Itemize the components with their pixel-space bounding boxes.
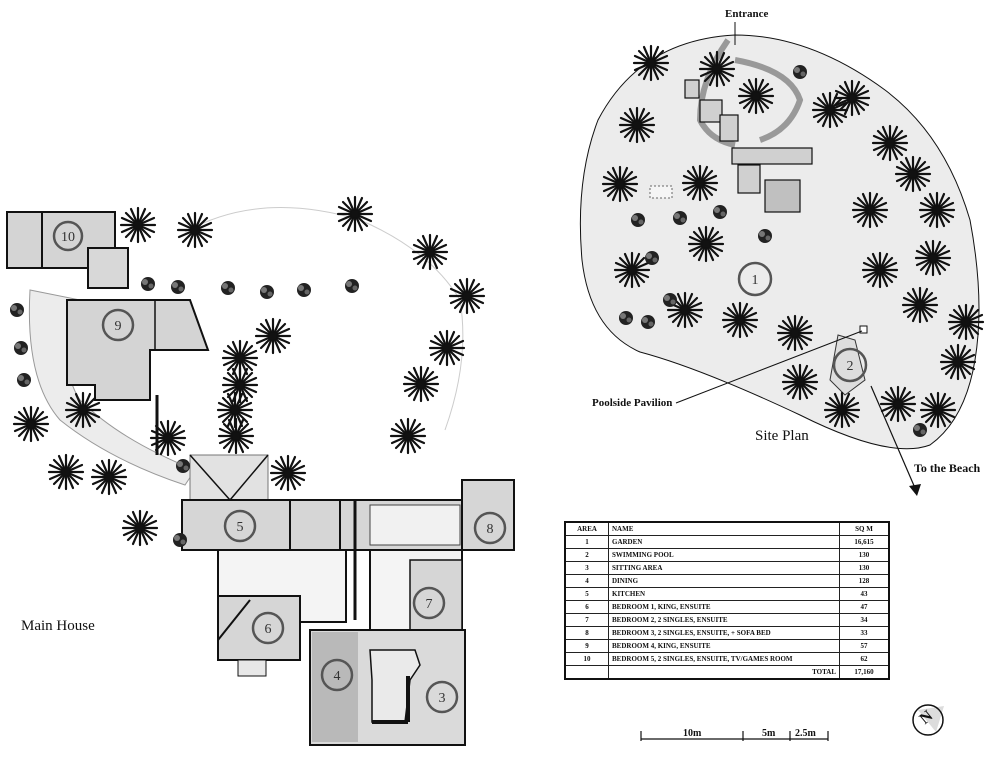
area-table-header: AREA NAME SQ M	[564, 521, 890, 536]
row-name: KITCHEN	[608, 587, 840, 601]
row-area: 2	[564, 548, 609, 562]
pavilion-leader-line	[675, 330, 863, 404]
row-area: 6	[564, 600, 609, 614]
row-area: 9	[564, 639, 609, 653]
row-area: 5	[564, 587, 609, 601]
row-name: BEDROOM 1, KING, ENSUITE	[608, 600, 840, 614]
site-area-marker-1: 1	[752, 273, 759, 288]
scale-label-5m: 5m	[762, 728, 776, 739]
row-sqm: 130	[839, 561, 890, 575]
header-name: NAME	[608, 521, 840, 536]
total-value: 17,160	[839, 665, 890, 680]
area-marker-8: 8	[487, 522, 494, 537]
row-sqm: 128	[839, 574, 890, 588]
row-name: BEDROOM 5, 2 SINGLES, ENSUITE, TV/GAMES …	[608, 652, 840, 666]
total-empty-cell	[564, 665, 609, 680]
row-sqm: 33	[839, 626, 890, 640]
entrance-label: Entrance	[725, 8, 769, 20]
row-sqm: 62	[839, 652, 890, 666]
row-name: SWIMMING POOL	[608, 548, 840, 562]
row-name: BEDROOM 2, 2 SINGLES, ENSUITE	[608, 613, 840, 627]
table-total-row: TOTAL 17,160	[564, 665, 890, 680]
site-area-marker-2: 2	[847, 359, 854, 374]
scale-label-2-5m: 2.5m	[795, 728, 816, 739]
header-sqm: SQ M	[839, 521, 890, 536]
main-house-plan	[6, 207, 515, 746]
row-sqm: 130	[839, 548, 890, 562]
row-name: BEDROOM 3, 2 SINGLES, ENSUITE, + SOFA BE…	[608, 626, 840, 640]
row-name: DINING	[608, 574, 840, 588]
site-plan-title: Site Plan	[755, 428, 809, 444]
area-marker-9: 9	[115, 319, 122, 334]
area-marker-4: 4	[334, 669, 341, 684]
header-area: AREA	[564, 521, 609, 536]
area-marker-numbers: 10 9 5 6 4 3 7 8 1 2	[61, 230, 854, 706]
row-name: GARDEN	[608, 535, 840, 549]
row-sqm: 34	[839, 613, 890, 627]
row-area: 1	[564, 535, 609, 549]
main-house-title: Main House	[21, 618, 95, 634]
area-marker-3: 3	[439, 691, 446, 706]
row-area: 7	[564, 613, 609, 627]
row-area: 10	[564, 652, 609, 666]
row-sqm: 16,615	[839, 535, 890, 549]
beach-arrow	[870, 385, 916, 489]
row-sqm: 57	[839, 639, 890, 653]
north-compass	[912, 704, 944, 736]
row-sqm: 47	[839, 600, 890, 614]
area-marker-5: 5	[237, 520, 244, 535]
row-sqm: 43	[839, 587, 890, 601]
area-marker-7: 7	[426, 597, 433, 612]
poolside-pavilion-label: Poolside Pavilion	[592, 397, 673, 409]
scale-label-10m: 10m	[683, 728, 702, 739]
area-marker-6: 6	[265, 622, 272, 637]
area-marker-circles	[52, 220, 868, 714]
row-name: SITTING AREA	[608, 561, 840, 575]
row-area: 4	[564, 574, 609, 588]
total-label: TOTAL	[608, 665, 840, 680]
scale-bar	[640, 731, 829, 741]
area-marker-10: 10	[61, 230, 75, 245]
row-area: 8	[564, 626, 609, 640]
row-area: 3	[564, 561, 609, 575]
row-name: BEDROOM 4, KING, ENSUITE	[608, 639, 840, 653]
to-the-beach-label: To the Beach	[914, 461, 981, 475]
site-plan	[579, 34, 980, 450]
